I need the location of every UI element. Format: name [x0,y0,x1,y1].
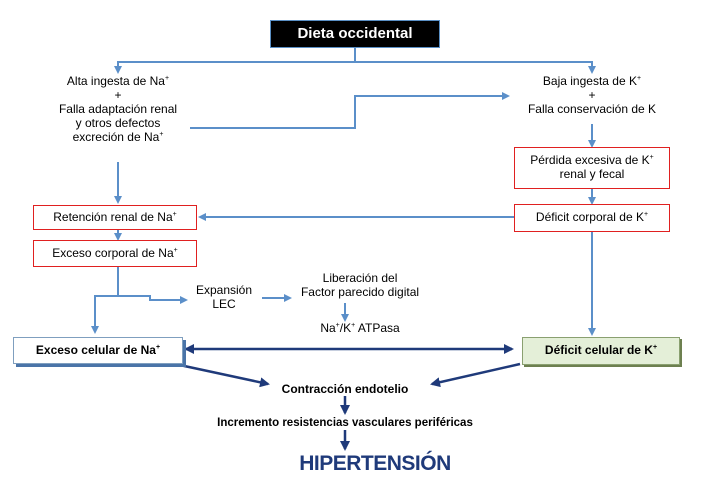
retencion-text: Retención renal de Na [53,210,173,224]
baja-ingesta-k: Baja ingesta de K [542,74,637,88]
deficit-corporal-text: Déficit corporal de K [535,210,644,224]
expansion-line1: Expansión [195,283,253,297]
falla-adaptacion: Falla adaptación renal [58,102,178,116]
superscript-plus: + [164,75,170,82]
superscript-plus: + [155,344,161,351]
exceso-celular-box: Exceso celular de Na+ [13,337,183,364]
incremento-resistencias: Incremento resistencias vasculares perif… [217,417,473,429]
arrow-left-to-right-branch [190,92,510,129]
perdida-line1: Pérdida excesiva de K [530,153,650,167]
perdida-line2: renal y fecal [559,167,625,181]
arrow-deficit-celular-to-contraccion [430,362,521,388]
atpasa-label: ATPasa [357,321,400,335]
expansion-lec: Expansión LEC [188,283,260,311]
superscript-plus: + [335,322,340,329]
superscript-plus: + [649,154,654,161]
arrow-title-left [114,61,355,74]
superscript-plus: + [173,247,178,254]
contraccion-endotelio: Contracción endotelio [281,382,409,396]
right-branch-text: Baja ingesta de K+ + Falla conservación … [502,74,682,116]
deficit-corporal-box: Déficit corporal de K+ [514,204,670,232]
atpasa-na: Na [320,321,336,335]
retencion-renal-box: Retención renal de Na+ [33,205,197,230]
deficit-celular-box: Déficit celular de K+ [522,337,680,365]
excrecion-na: excreción de Na [72,130,160,144]
liberacion-line1: Liberación del [322,271,398,285]
alta-ingesta-na: Alta ingesta de Na [66,74,165,88]
superscript-plus: + [351,322,356,329]
right-plus: + [588,88,596,102]
left-plus: + [114,88,122,102]
superscript-plus: + [159,131,164,138]
title-box: Dieta occidental [270,20,440,48]
superscript-plus: + [652,344,658,351]
superscript-plus: + [636,75,642,82]
deficit-celular-text: Déficit celular de K [544,343,653,357]
superscript-plus: + [172,211,177,218]
arrow-exceso-to-expansion [118,295,188,304]
atpasa-k: /K [339,321,352,335]
title-text: Dieta occidental [297,25,413,42]
falla-conservacion: Falla conservación de K [527,102,657,116]
left-branch-text: Alta ingesta de Na+ + Falla adaptación r… [28,74,208,144]
hipertension-title: HIPERTENSIÓN [299,452,451,475]
arrow-exceso-down [91,266,119,334]
otros-defectos: y otros defectos [75,116,161,130]
na-k-atpasa: Na+/K+ ATPasa [295,321,425,335]
exceso-celular-text: Exceso celular de Na [35,343,156,357]
exceso-corporal-box: Exceso corporal de Na+ [33,240,197,267]
liberacion-factor: Liberación del Factor parecido digital [285,271,435,299]
arrow-exceso-celular-to-contraccion [174,362,270,388]
liberacion-line2: Factor parecido digital [300,285,420,299]
superscript-plus: + [643,211,649,218]
expansion-line2: LEC [212,297,236,311]
exceso-corporal-text: Exceso corporal de Na [52,246,174,260]
perdida-excesiva-box: Pérdida excesiva de K+ renal y fecal [514,147,670,189]
arrow-title-right [355,61,596,74]
